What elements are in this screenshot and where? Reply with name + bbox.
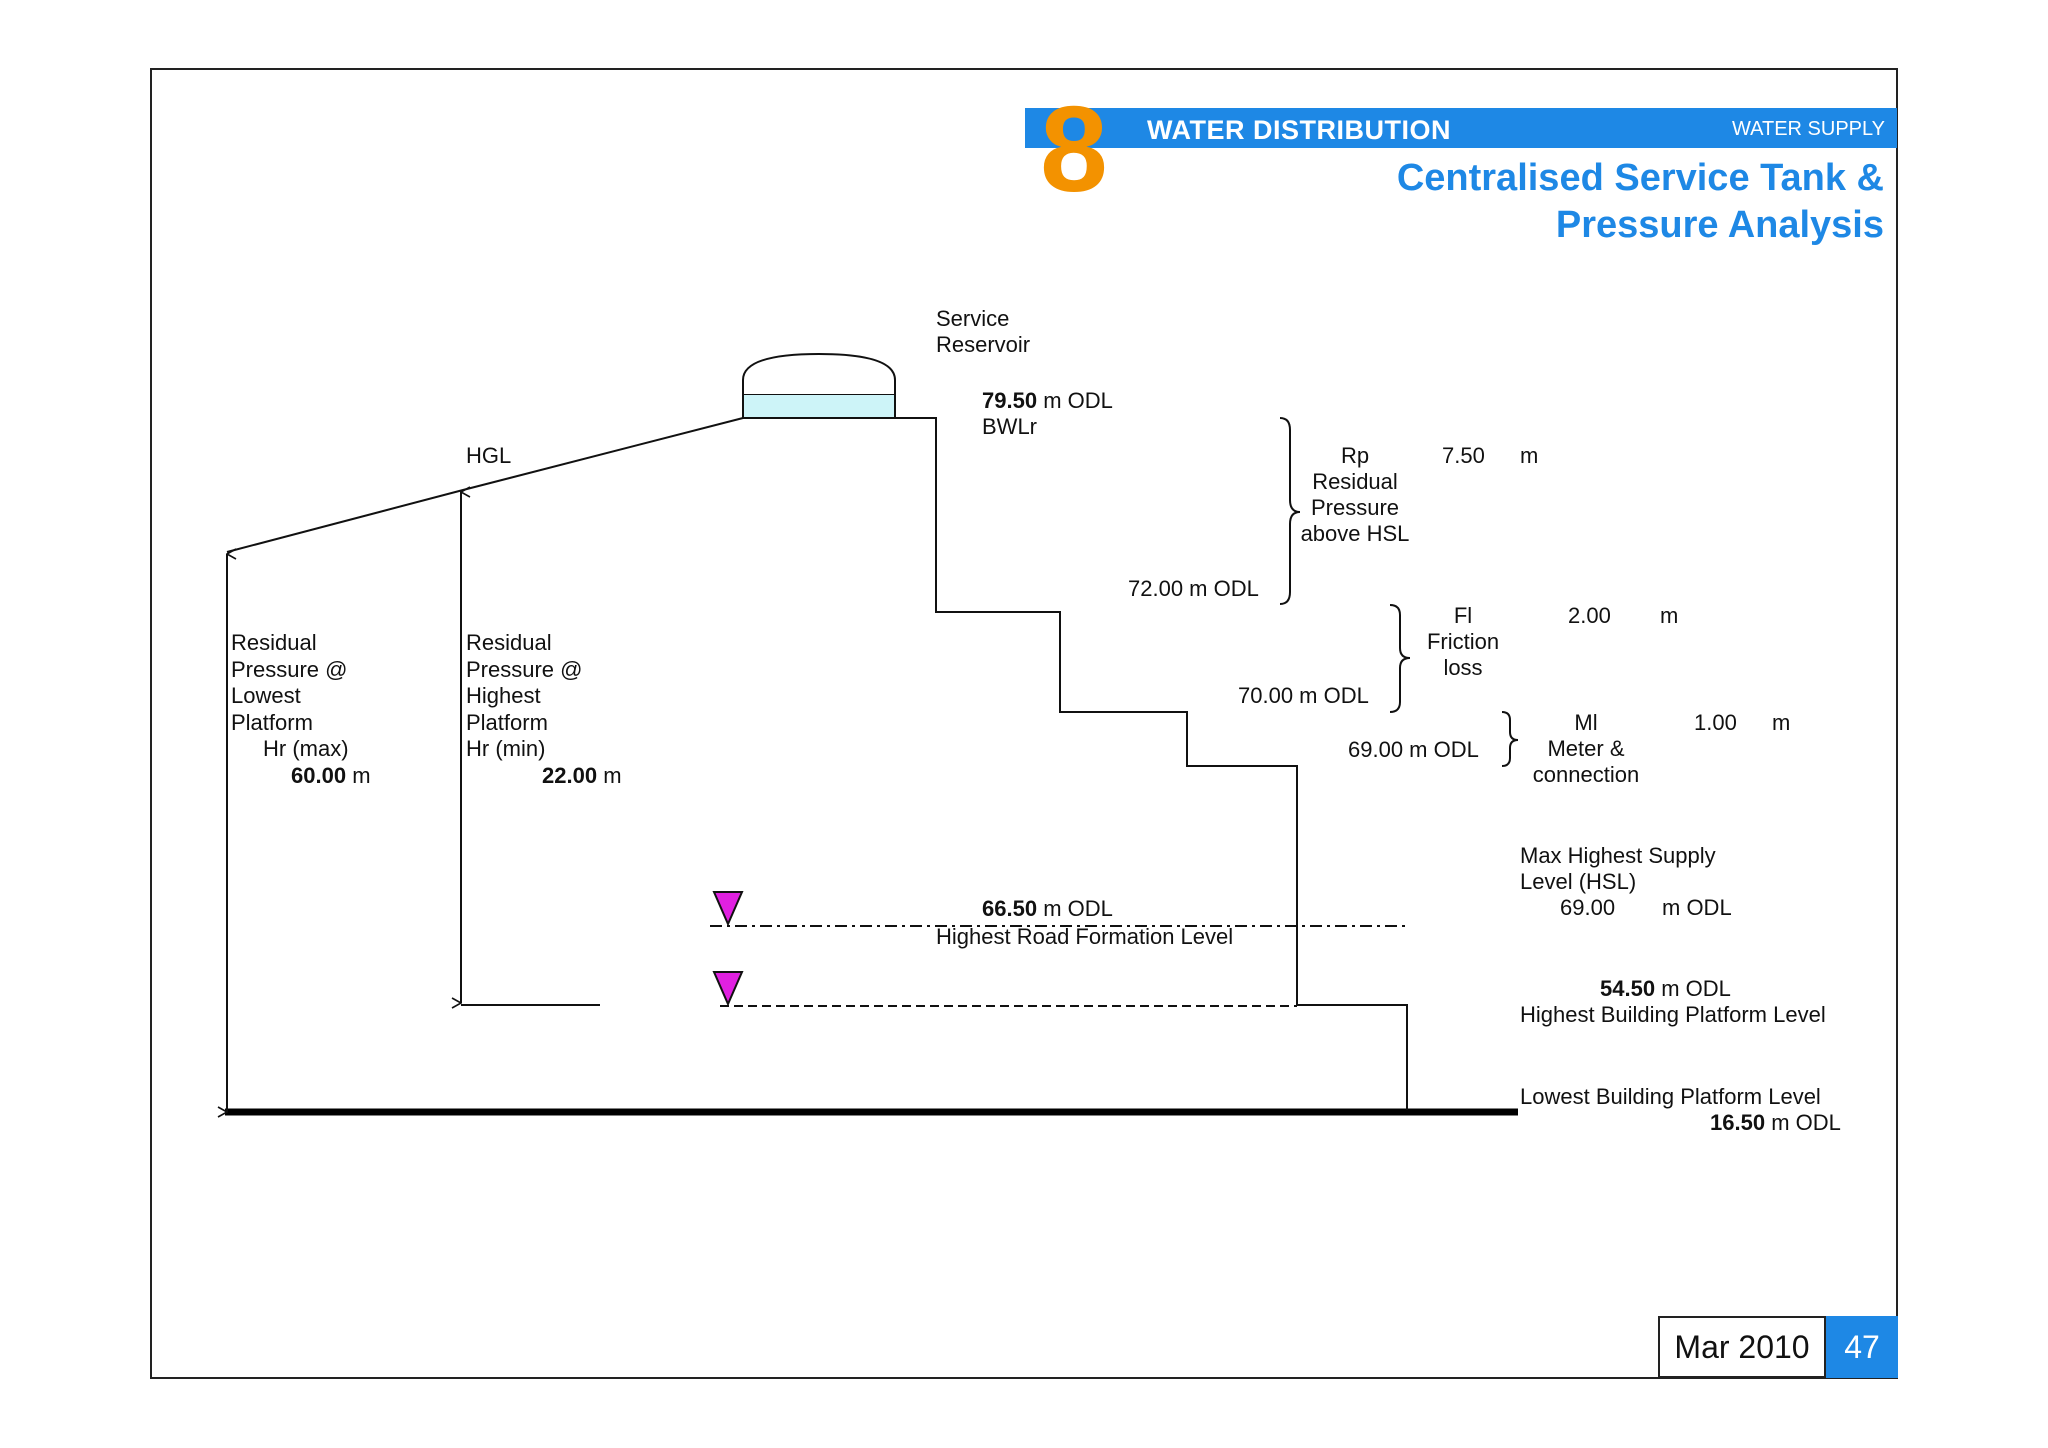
highest-pressure-label: Residual Pressure @ Highest Platform Hr …	[466, 630, 622, 788]
rp-unit: m	[1520, 443, 1539, 468]
level-70-label: 70.00 m ODL	[1238, 683, 1369, 708]
footer-date: Mar 2010	[1658, 1316, 1826, 1378]
section-title: WATER DISTRIBUTION	[1147, 115, 1451, 145]
reservoir-label: Service Reservoir	[936, 306, 1031, 357]
road-level-value: 66.50 m ODL	[982, 896, 1113, 921]
fl-label: Fl Friction loss	[1426, 603, 1500, 680]
ml-brace	[1501, 711, 1519, 767]
chapter-number: 8	[1040, 81, 1108, 217]
level-72-label: 72.00 m ODL	[1128, 576, 1259, 601]
subtitle-line-2: Pressure Analysis	[1555, 204, 1884, 246]
lowest-pressure-label: Residual Pressure @ Lowest Platform Hr (…	[231, 630, 371, 788]
road-level-label: Highest Road Formation Level	[936, 924, 1234, 949]
ml-label: Ml Meter & connection	[1532, 710, 1640, 787]
road-level-marker-icon	[712, 891, 744, 927]
rp-value: 7.50	[1442, 443, 1485, 468]
platform-level-marker-icon	[712, 971, 744, 1007]
slide-frame	[150, 68, 1898, 1379]
rp-label: Rp Residual Pressure above HSL	[1300, 443, 1410, 546]
slide-subtitle: Centralised Service Tank & Pressure Anal…	[1397, 155, 1884, 249]
hgl-line	[226, 417, 744, 553]
highest-platform-label: 54.50 m ODL Highest Building Platform Le…	[1520, 976, 1826, 1027]
ml-value: 1.00	[1694, 710, 1737, 735]
fl-value: 2.00	[1568, 603, 1611, 628]
stepped-profile	[895, 417, 1408, 1110]
subtitle-line-1: Centralised Service Tank &	[1396, 157, 1884, 199]
page-number: 47	[1826, 1316, 1898, 1378]
fl-brace	[1389, 604, 1411, 713]
bwl-label: 79.50 m ODL BWLr	[982, 388, 1113, 439]
lowest-platform-label: Lowest Building Platform Level 16.50 m O…	[1520, 1084, 1841, 1135]
level-69-label: 69.00 m ODL	[1348, 737, 1479, 762]
fl-unit: m	[1660, 603, 1679, 628]
category-label: WATER SUPPLY	[1732, 118, 1885, 140]
section-header-bar: WATER DISTRIBUTION WATER SUPPLY	[1025, 108, 1897, 148]
hgl-label: HGL	[466, 443, 512, 468]
service-reservoir-shape	[742, 352, 896, 419]
ml-unit: m	[1772, 710, 1791, 735]
rp-brace	[1279, 417, 1301, 605]
